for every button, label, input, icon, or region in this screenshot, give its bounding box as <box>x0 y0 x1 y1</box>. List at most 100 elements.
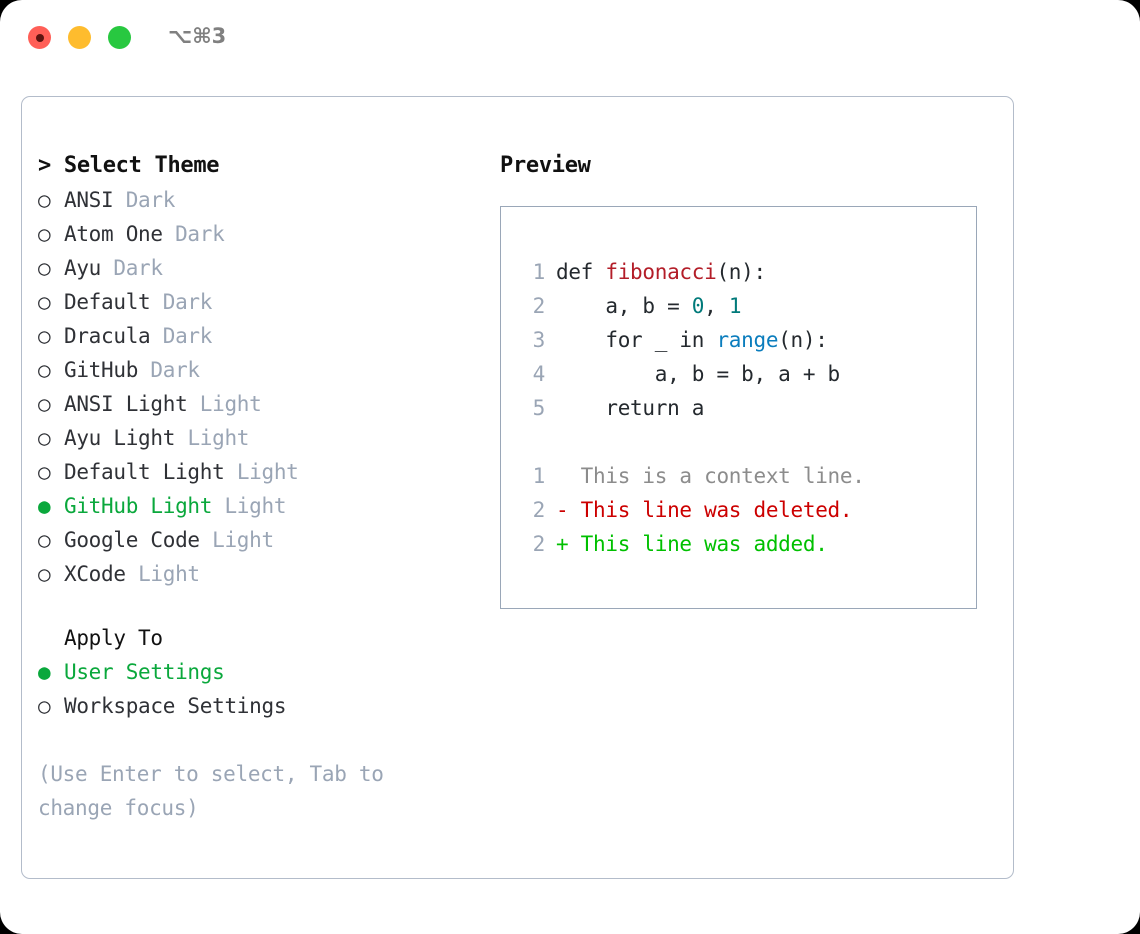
theme-item-xcode[interactable]: ○ XCode Light <box>38 557 468 591</box>
apply-to-marker-placeholder <box>38 621 52 655</box>
code-token-plain: (n): <box>778 328 828 352</box>
theme-item-variant: Light <box>236 460 299 484</box>
radio-unselected-icon: ○ <box>38 392 51 416</box>
code-token-num: 0 <box>691 294 705 318</box>
radio-unselected-icon: ○ <box>38 694 51 718</box>
radio-unselected-icon: ○ <box>38 222 51 246</box>
code-line: 4 a, b = b, a + b <box>521 357 865 391</box>
code-token-del: - This line was deleted. <box>556 498 853 522</box>
radio-unselected-icon: ○ <box>38 324 51 348</box>
traffic-lights <box>28 26 131 49</box>
code-token-plain: return a <box>556 396 705 420</box>
theme-item-variant: Dark <box>125 188 176 212</box>
radio-unselected-icon: ○ <box>38 528 51 552</box>
radio-unselected-icon: ○ <box>38 358 51 382</box>
code-line: 3 for _ in range(n): <box>521 323 865 357</box>
label-gap <box>187 392 199 416</box>
theme-item-variant: Light <box>224 494 287 518</box>
code-token-plain: def <box>556 260 606 284</box>
theme-item-variant: Light <box>212 528 274 552</box>
theme-item-ayu[interactable]: ○Ayu Dark <box>38 251 468 285</box>
apply-to-item-label: User Settings <box>64 660 225 684</box>
theme-item-label: GitHub Light <box>64 494 213 518</box>
apply-to-header-label: Apply To <box>64 626 163 650</box>
apply-to-header: Apply To <box>38 621 468 655</box>
theme-item-ansi-light[interactable]: ○ ANSI Light Light <box>38 387 468 421</box>
theme-item-dracula[interactable]: ○Dracula Dark <box>38 319 468 353</box>
theme-item-google-code[interactable]: ○ Google Code Light <box>38 523 468 557</box>
radio-unselected-icon: ○ <box>38 426 51 450</box>
theme-item-label: GitHub <box>64 358 139 382</box>
label-gap <box>150 324 162 348</box>
code-token-plain: for _ in <box>556 328 717 352</box>
label-gap <box>150 290 162 314</box>
label-gap <box>101 256 113 280</box>
line-number: 1 <box>532 464 546 488</box>
apply-to-item-workspace-settings[interactable]: ○ Workspace Settings <box>38 689 468 723</box>
label-gap <box>212 494 224 518</box>
radio-unselected-icon: ○ <box>38 256 51 280</box>
line-number: 5 <box>532 396 546 420</box>
label-gap <box>138 358 150 382</box>
theme-item-github[interactable]: ○GitHub Dark <box>38 353 468 387</box>
section-spacer <box>38 591 468 621</box>
label-gap <box>200 528 212 552</box>
line-number: 2 <box>532 294 546 318</box>
code-token-plain: a, b = <box>556 294 692 318</box>
theme-item-label: Ayu Light <box>64 426 176 450</box>
diff-line: 2+ This line was added. <box>521 527 865 561</box>
label-gap <box>126 562 138 586</box>
code-token-num: 1 <box>728 294 742 318</box>
theme-list: ○ANSI Dark○Atom One Dark○Ayu Dark○Defaul… <box>38 183 468 591</box>
theme-item-variant: Light <box>138 562 200 586</box>
radio-unselected-icon: ○ <box>38 290 51 314</box>
theme-item-label: ANSI <box>64 188 114 212</box>
theme-item-atom-one[interactable]: ○Atom One Dark <box>38 217 468 251</box>
theme-item-default[interactable]: ○ Default Dark <box>38 285 468 319</box>
minimize-button[interactable] <box>68 26 91 49</box>
code-line: 5 return a <box>521 391 865 425</box>
theme-item-ayu-light[interactable]: ○ Ayu Light Light <box>38 421 468 455</box>
keyboard-shortcut-label: ⌥⌘3 <box>168 24 227 48</box>
label-gap <box>175 426 187 450</box>
theme-item-ansi[interactable]: ○ANSI Dark <box>38 183 468 217</box>
radio-unselected-icon: ○ <box>38 562 51 586</box>
line-number: 2 <box>532 498 546 522</box>
theme-item-default-light[interactable]: ○Default Light Light <box>38 455 468 489</box>
code-token-ctx: This is a context line. <box>556 464 865 488</box>
apply-to-item-label: Workspace Settings <box>64 694 287 718</box>
diff-line: 1 This is a context line. <box>521 459 865 493</box>
hint-spacer <box>38 723 468 757</box>
radio-selected-icon: ● <box>38 660 51 684</box>
theme-item-label: Default <box>64 290 151 314</box>
code-token-plain: (n): <box>716 260 766 284</box>
theme-item-label: XCode <box>64 562 126 586</box>
theme-item-variant: Dark <box>113 256 163 280</box>
keyboard-hint: (Use Enter to select, Tab to change focu… <box>38 762 384 820</box>
theme-item-variant: Light <box>187 426 250 450</box>
code-token-fn: fibonacci <box>605 260 717 284</box>
code-token-call: range <box>716 328 779 352</box>
code-token-plain: a, b = b, a + b <box>556 362 840 386</box>
radio-unselected-icon: ○ <box>38 460 51 484</box>
main-panel: > Select Theme ○ANSI Dark○Atom One Dark○… <box>21 96 1014 879</box>
theme-item-variant: Dark <box>162 290 213 314</box>
code-token-plain: , <box>704 294 729 318</box>
theme-item-label: Google Code <box>64 528 200 552</box>
line-number: 1 <box>532 260 546 284</box>
select-theme-header: > Select Theme <box>38 153 220 178</box>
theme-item-label: ANSI Light <box>64 392 188 416</box>
close-button[interactable] <box>28 26 51 49</box>
theme-item-github-light[interactable]: ● GitHub Light Light <box>38 489 468 523</box>
apply-to-item-user-settings[interactable]: ● User Settings <box>38 655 468 689</box>
label-gap <box>163 222 175 246</box>
code-token-add: + This line was added. <box>556 532 828 556</box>
radio-selected-icon: ● <box>38 494 51 518</box>
theme-item-variant: Light <box>199 392 262 416</box>
theme-item-label: Dracula <box>64 324 151 348</box>
maximize-button[interactable] <box>108 26 131 49</box>
apply-to-list: ● User Settings ○ Workspace Settings <box>38 655 468 723</box>
